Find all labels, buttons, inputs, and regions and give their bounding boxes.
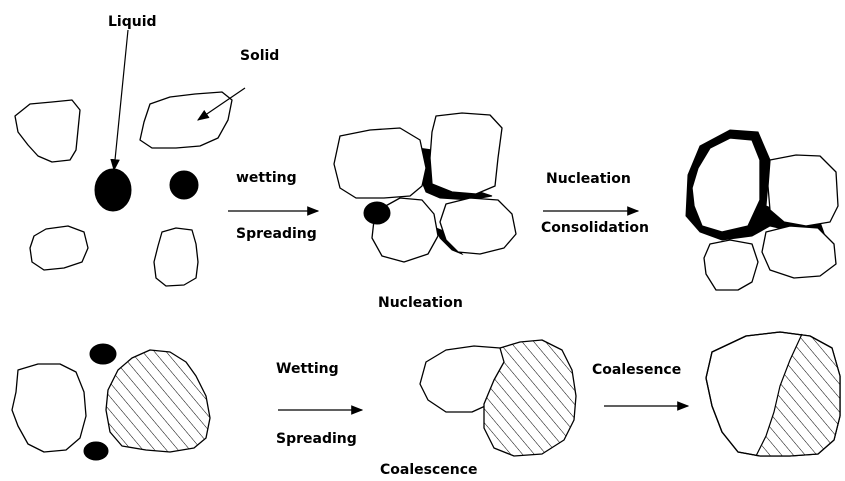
- solid-particle: [12, 364, 86, 452]
- liquid-pointer-arrow: [114, 30, 128, 170]
- coalesced-granule: [706, 330, 845, 460]
- bottom-wetting-arrow-group: Wetting Spreading: [276, 361, 362, 447]
- solid-particle: [430, 113, 502, 194]
- liquid-droplet: [84, 442, 108, 460]
- hatched-particle: [106, 350, 210, 452]
- coalescence-caption: Coalescence: [380, 462, 478, 478]
- liquid-droplet: [170, 171, 198, 199]
- spreading-label-top: Spreading: [236, 226, 317, 242]
- wetting-label-top: wetting: [236, 170, 297, 186]
- nucleation-label: Nucleation: [546, 171, 631, 187]
- spreading-label-bottom: Spreading: [276, 431, 357, 447]
- consolidation-label: Consolidation: [541, 220, 649, 236]
- solid-particle: [768, 155, 838, 226]
- solid-particle: [140, 92, 232, 148]
- consolidation-arrow-group: Nucleation Consolidation: [541, 171, 649, 236]
- solid-particle: [704, 240, 758, 290]
- liquid-label: Liquid: [108, 14, 157, 30]
- solid-particle: [15, 100, 80, 162]
- consolidated-granule: [686, 130, 838, 290]
- solid-particle: [334, 128, 426, 198]
- liquid-droplet: [90, 344, 116, 364]
- wetting-label-bottom: Wetting: [276, 361, 339, 377]
- coalesence-arrow-group: Coalesence: [592, 362, 688, 406]
- nucleation-cluster: [334, 113, 516, 262]
- top-wetting-arrow-group: wetting Spreading: [228, 170, 318, 242]
- liquid-droplet: [364, 202, 390, 224]
- nucleation-caption: Nucleation: [378, 295, 463, 311]
- bottom-initial-group: [12, 344, 210, 460]
- solid-particle: [30, 226, 88, 270]
- solid-particle: [440, 198, 516, 254]
- bottom-coalescing-pair: [420, 340, 576, 456]
- solid-label: Solid: [240, 48, 279, 64]
- solid-particle: [762, 226, 836, 278]
- solid-particle: [154, 228, 198, 286]
- liquid-droplet: [95, 169, 131, 211]
- top-initial-group: Liquid Solid: [15, 14, 279, 286]
- coalesence-label: Coalesence: [592, 362, 681, 378]
